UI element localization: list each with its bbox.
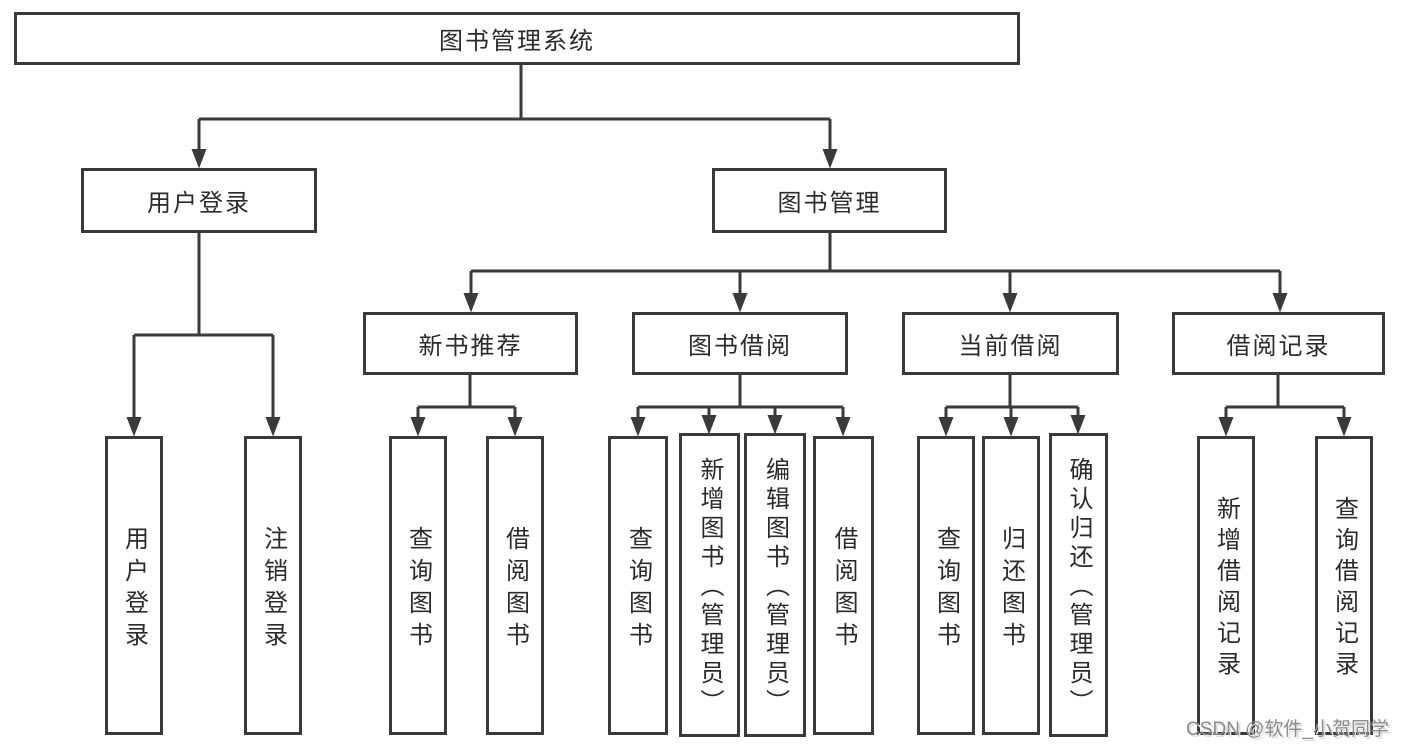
- node-leaf-cb-query-books-label: 查询图书: [932, 525, 960, 654]
- node-book-management-label: 图书管理: [777, 190, 882, 217]
- node-leaf-cb-return-books-label: 归还图书: [997, 525, 1025, 654]
- node-leaf-bb-query-books-label: 查询图书: [624, 525, 652, 654]
- node-book-borrowing: 图书借阅: [632, 312, 848, 375]
- csdn-watermark: CSDN @软件_小贺同学: [1186, 719, 1389, 740]
- node-leaf-br-query-record-label: 查询借阅记录: [1330, 496, 1358, 682]
- node-leaf-br-add-record: 新增借阅记录: [1197, 436, 1255, 735]
- node-leaf-logout-label: 注销登录: [259, 525, 287, 654]
- node-library-system-label: 图书管理系统: [439, 28, 595, 55]
- node-current-borrowing: 当前借阅: [902, 312, 1119, 375]
- node-leaf-cb-return-books: 归还图书: [982, 436, 1040, 735]
- node-user-login-label: 用户登录: [147, 190, 251, 217]
- node-leaf-bb-add-books-admin-label: 新增图书（管理员）: [696, 457, 723, 718]
- node-borrow-records: 借阅记录: [1172, 312, 1385, 375]
- node-user-login: 用户登录: [81, 168, 317, 233]
- node-leaf-nb-query-books-label: 查询图书: [404, 525, 432, 654]
- node-book-borrowing-label: 图书借阅: [688, 333, 792, 360]
- node-leaf-bb-query-books: 查询图书: [608, 436, 668, 735]
- node-leaf-cb-query-books: 查询图书: [917, 436, 975, 735]
- node-leaf-nb-borrow-books: 借阅图书: [486, 436, 544, 735]
- node-new-book-recommend: 新书推荐: [363, 312, 578, 375]
- node-leaf-bb-add-books-admin: 新增图书（管理员）: [679, 433, 740, 737]
- node-leaf-cb-confirm-return-admin: 确认归还（管理员）: [1049, 433, 1108, 737]
- node-leaf-bb-borrow-books: 借阅图书: [813, 436, 874, 735]
- node-new-book-recommend-label: 新书推荐: [418, 333, 523, 360]
- node-leaf-logout: 注销登录: [244, 436, 302, 735]
- node-leaf-user-login: 用户登录: [105, 436, 163, 735]
- node-leaf-bb-edit-books-admin: 编辑图书（管理员）: [744, 433, 806, 737]
- node-borrow-records-label: 借阅记录: [1226, 333, 1331, 360]
- node-book-management: 图书管理: [712, 168, 947, 233]
- node-leaf-bb-edit-books-admin-label: 编辑图书（管理员）: [761, 457, 789, 718]
- node-current-borrowing-label: 当前借阅: [958, 333, 1063, 360]
- node-leaf-br-add-record-label: 新增借阅记录: [1212, 496, 1240, 682]
- node-leaf-user-login-label: 用户登录: [120, 525, 148, 654]
- node-leaf-nb-query-books: 查询图书: [389, 436, 447, 735]
- node-leaf-br-query-record: 查询借阅记录: [1315, 436, 1373, 735]
- node-leaf-cb-confirm-return-admin-label: 确认归还（管理员）: [1065, 457, 1092, 718]
- node-leaf-nb-borrow-books-label: 借阅图书: [501, 525, 529, 654]
- node-library-system: 图书管理系统: [14, 12, 1020, 65]
- node-leaf-bb-borrow-books-label: 借阅图书: [830, 525, 857, 654]
